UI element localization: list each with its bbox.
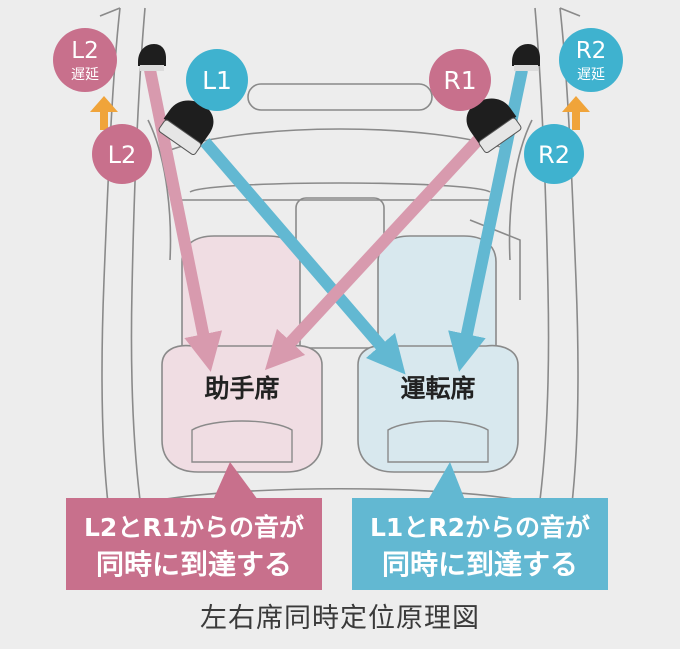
speaker-label-r2: R2 <box>524 124 584 184</box>
speaker-label-r2-delay-sub: 遅延 <box>577 67 605 83</box>
speaker-label-l2-delay-text: L2 <box>71 38 98 64</box>
speaker-label-l2-delay-sub: 遅延 <box>71 67 99 83</box>
speaker-label-l2-delay: L2 遅延 <box>53 28 117 92</box>
callout-right-line2: 同時に到達する <box>382 548 578 581</box>
passenger-seat <box>161 235 323 473</box>
speaker-icon <box>512 44 540 71</box>
speaker-label-r2-text: R2 <box>538 141 570 169</box>
speaker-label-l2: L2 <box>92 124 152 184</box>
sound-path-l2-passenger <box>144 68 223 372</box>
speaker-label-l1-text: L1 <box>202 66 232 95</box>
callout-box-right: L1とR2からの音が 同時に到達する <box>352 462 608 590</box>
callout-left-line1: L2とR1からの音が <box>84 513 304 542</box>
seat-label-passenger: 助手席 <box>204 374 279 403</box>
speaker-label-r1: R1 <box>429 49 491 111</box>
arrow-up-icon <box>90 96 118 130</box>
callout-left-line2: 同時に到達する <box>96 548 292 581</box>
speaker-icon <box>466 98 522 154</box>
speaker-icon <box>138 44 166 71</box>
seat-label-driver: 運転席 <box>400 374 475 403</box>
callout-box-left: L2とR1からの音が 同時に到達する <box>66 462 322 590</box>
sound-path-r1-passenger <box>264 135 483 371</box>
speaker-label-l2-text: L2 <box>108 141 137 169</box>
speaker-label-l1: L1 <box>186 49 248 111</box>
speaker-label-r1-text: R1 <box>443 66 476 95</box>
speaker-label-r2-delay: R2 遅延 <box>559 28 623 92</box>
speaker-icon <box>158 100 214 156</box>
sound-path-l1-driver <box>200 138 406 375</box>
arrow-up-icon <box>562 96 590 130</box>
speaker-label-r2-delay-text: R2 <box>576 38 607 64</box>
callout-right-line1: L1とR2からの音が <box>370 513 590 542</box>
diagram-caption: 左右席同時定位原理図 <box>200 603 480 634</box>
